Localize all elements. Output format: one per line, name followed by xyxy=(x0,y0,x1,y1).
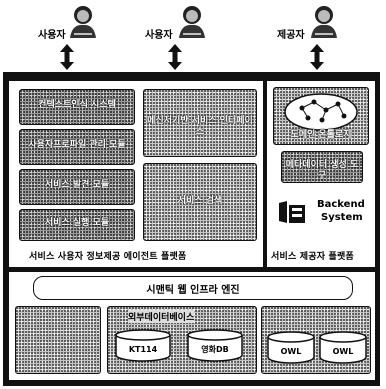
backend-label-2: System xyxy=(321,212,363,223)
external-db-title: 외부데이터베이스 xyxy=(128,310,195,323)
double-arrow-icon xyxy=(168,44,182,70)
actor-label: 제공자 xyxy=(277,30,305,41)
ontology-store-group: OWL OWL xyxy=(261,306,371,374)
module-metadata-tool: 메타데이터 생성 도구 xyxy=(281,151,363,183)
owl-label: OWL xyxy=(333,347,354,356)
module-context-aware: 컨텍스트인식 시스템 xyxy=(19,89,135,125)
user-icon xyxy=(179,6,205,38)
user-icon xyxy=(70,6,96,38)
backend-system: Backend System xyxy=(277,193,371,233)
ontology-store-icon: OWL xyxy=(267,331,315,364)
db-label-movie: 영화DB xyxy=(201,344,228,354)
agent-platform-panel: 컨텍스트인식 시스템 사용자프로파일 관리 모듈 서비스 발견 모듈 서비스 실… xyxy=(9,81,263,267)
database-icon: 영화DB xyxy=(187,329,243,362)
module-messenger-interface: 메신저기반 서비스 인터페이스 xyxy=(143,89,257,157)
user-icon xyxy=(311,6,337,38)
ontology-store-icon: OWL xyxy=(319,331,367,364)
architecture-frame: 컨텍스트인식 시스템 사용자프로파일 관리 모듈 서비스 발견 모듈 서비스 실… xyxy=(3,72,380,386)
actor-label: 사용자 xyxy=(38,30,66,41)
db-label-kt114: KT114 xyxy=(129,345,158,354)
engine-title-bar: 시맨틱 웹 인프라 엔진 xyxy=(33,276,353,300)
double-arrow-icon xyxy=(310,44,324,70)
module-user-profile: 사용자프로파일 관리 모듈 xyxy=(19,129,135,165)
backend-label-1: Backend xyxy=(317,199,365,210)
module-service-execution: 서비스 실행 모듈 xyxy=(19,209,135,241)
agent-platform-title: 서비스 사용자 정보제공 에이전트 플랫폼 xyxy=(29,252,187,262)
double-arrow-icon xyxy=(60,44,74,70)
module-service-discovery: 서비스 발견 모듈 xyxy=(19,169,135,205)
actor-label: 사용자 xyxy=(145,30,173,41)
actor-user-2: 사용자 xyxy=(145,2,225,42)
module-domain-ontology: 도메인 온톨로지 xyxy=(273,87,369,145)
module-service-search: 서비스 검색 xyxy=(143,163,257,241)
server-icon xyxy=(279,201,305,223)
provider-platform-title: 서비스 제공자 플랫폼 xyxy=(271,252,354,262)
engine-title: 시맨틱 웹 인프라 엔진 xyxy=(146,285,240,296)
engine-module-left xyxy=(15,306,101,374)
ontology-graph-icon xyxy=(284,93,358,131)
semantic-engine-panel: 시맨틱 웹 인프라 엔진 외부데이터베이스 KT114 영화DB OWL xyxy=(9,272,375,380)
external-database-group: 외부데이터베이스 KT114 영화DB xyxy=(107,306,257,374)
provider-platform-panel: 도메인 온톨로지 메타데이터 생성 도구 Backend System 서비스 … xyxy=(267,81,375,267)
actor-user-1: 사용자 xyxy=(38,2,118,42)
database-icon: KT114 xyxy=(115,329,171,362)
actor-provider: 제공자 xyxy=(277,2,357,42)
owl-label: OWL xyxy=(281,347,302,356)
